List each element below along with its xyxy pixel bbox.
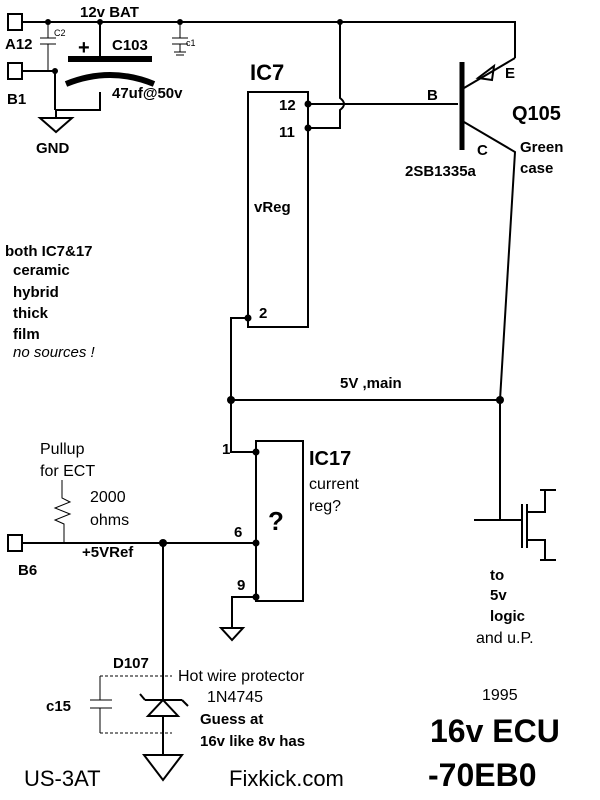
q105-part: 2SB1335a: [405, 163, 477, 180]
q105-emitter-lead: [463, 57, 516, 89]
b1-wire: [22, 70, 56, 110]
ground-symbol: [37, 117, 75, 134]
hybrid-note-line2: ceramic: [13, 262, 70, 279]
hybrid-note-line4: thick: [13, 305, 49, 322]
pullup-line2: for ECT: [40, 463, 95, 480]
diode-guess2: 16v like 8v has: [200, 733, 305, 750]
hybrid-note-line5: film: [13, 326, 40, 343]
ic17-pin1: [252, 448, 260, 456]
ground-label: GND: [36, 140, 70, 157]
pullup-value2: ohms: [90, 512, 129, 529]
q105-emitter-arrow: [475, 63, 496, 82]
footer-title-1: 16v ECU: [430, 713, 560, 749]
ic17-func-line2: reg?: [309, 498, 341, 515]
ic7-out-wire: [230, 317, 256, 453]
pullup-line1: Pullup: [40, 441, 85, 458]
ground-symbol-diode: [141, 754, 185, 782]
q105-base-label: B: [427, 87, 438, 104]
q105-case-line2: case: [520, 160, 553, 177]
5v-main-label: 5V ,main: [340, 375, 402, 392]
no-sources-note: no sources !: [13, 344, 96, 361]
c103-label: C103: [112, 37, 148, 54]
terminal-b6: [7, 534, 23, 552]
ic17-func-line1: current: [309, 476, 359, 493]
c1-label: c1: [186, 38, 196, 48]
ground-symbol-ic17: [218, 627, 246, 642]
footer-year: 1995: [482, 687, 518, 704]
logic-line2: 5v: [490, 587, 507, 604]
footer-title-2: -70EB0: [428, 757, 537, 793]
ic7-pin11-label: 11: [279, 124, 295, 141]
supply-label: 12v BAT: [80, 4, 139, 21]
ic7-label: IC7: [250, 60, 284, 85]
junction-a12: [45, 19, 51, 25]
c15-wire: [90, 676, 112, 733]
ic7-pin12-label: 12: [279, 97, 296, 114]
rail-to-pin11-wire: [308, 22, 345, 129]
c15-label: c15: [46, 698, 71, 715]
logic-symbol-gate: [474, 490, 546, 560]
supply-rail-wire: [22, 21, 516, 58]
hybrid-note-line1: both IC7&17: [5, 243, 93, 260]
logic-symbol-gate2: [540, 489, 556, 561]
diode-desc: Hot wire protector: [178, 668, 305, 685]
pullup-resistor: [53, 480, 72, 543]
c1-wire: [172, 22, 188, 56]
footer-site: Fixkick.com: [229, 766, 344, 791]
ic17-pin1-label: 1: [222, 441, 230, 458]
pin9-ground-wire: [231, 596, 256, 628]
junction-5v-left: [227, 396, 235, 404]
terminal-b1-label: B1: [7, 91, 26, 108]
c2-wire: [40, 22, 56, 71]
vref-label: +5VRef: [82, 544, 134, 561]
logic-line1: to: [490, 567, 504, 584]
terminal-b1: [7, 62, 23, 80]
c2-label: C2: [54, 28, 66, 38]
d107-label: D107: [113, 655, 149, 672]
q105-collector-lead: [463, 121, 517, 401]
ic7-body: [247, 91, 309, 328]
gnd-return-wire: [55, 92, 101, 111]
logic-line4: and u.P.: [476, 630, 534, 647]
q105-case-line1: Green: [520, 139, 563, 156]
ic7-function: vReg: [254, 199, 291, 216]
q105-emitter-label: E: [505, 65, 515, 82]
footer-model: US-3AT: [24, 766, 101, 791]
terminal-b6-label: B6: [18, 562, 37, 579]
diode-part: 1N4745: [207, 689, 263, 706]
ic17-label: IC17: [309, 448, 351, 470]
q105-label: Q105: [512, 103, 561, 125]
ic7-pin2-label: 2: [259, 305, 267, 322]
c103-plus: +: [78, 37, 90, 59]
ic17-pin6-label: 6: [234, 524, 242, 541]
junction-b1: [52, 68, 58, 74]
5v-main-rail: [231, 399, 501, 520]
ic17-pin9-label: 9: [237, 577, 245, 594]
diode-triangle: [145, 698, 181, 717]
ic7-pin11: [304, 124, 312, 132]
logic-line3: logic: [490, 608, 525, 625]
junction-c1: [177, 19, 183, 25]
diode-guess1: Guess at: [200, 711, 263, 728]
pullup-value1: 2000: [90, 489, 126, 506]
ic17-body: [255, 440, 304, 602]
junction-5v-right: [496, 396, 504, 404]
terminal-a12-label: A12: [5, 36, 33, 53]
c103-value: 47uf@50v: [112, 85, 183, 102]
c103-plate-bottom: [64, 72, 156, 87]
q105-collector-label: C: [477, 142, 488, 159]
junction-c103: [97, 19, 103, 25]
terminal-a12: [7, 13, 23, 31]
ic17-unknown: ?: [268, 506, 284, 536]
hybrid-note-line3: hybrid: [13, 284, 59, 301]
